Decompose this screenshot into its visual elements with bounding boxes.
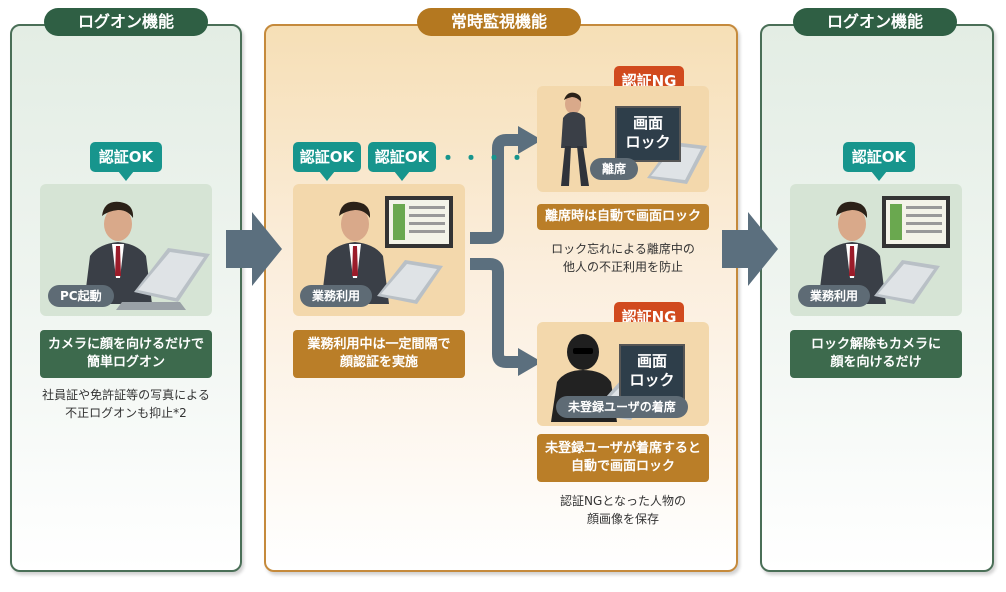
left-note-line-1: 社員証や免許証等の写真による	[42, 388, 210, 402]
right-business-use-tag: 業務利用	[798, 285, 871, 307]
auth-ok-badge-2: 認証OK	[368, 142, 436, 172]
screen-lock-bottom-line-2: ロック	[629, 371, 675, 389]
businessman-monitor-icon-right	[818, 196, 950, 304]
center-description-box: 業務利用中は一定間隔で 顔認証を実施	[293, 330, 465, 378]
left-note: 社員証や免許証等の写真による 不正ログオンも抑止*2	[22, 386, 230, 422]
left-note-line-2: 不正ログオンも抑止*2	[65, 406, 187, 420]
right-description-line-1: ロック解除もカメラに	[810, 337, 941, 352]
flow-arrow-1	[226, 212, 282, 286]
left-section-title: ログオン機能	[44, 8, 208, 36]
leaving-seat-tag: 離席	[590, 158, 639, 180]
continuation-dots: ・・・・	[438, 146, 530, 170]
unregistered-user-box-line-1: 未登録ユーザが着席すると	[545, 441, 701, 456]
screen-lock-top-line-1: 画面	[632, 114, 663, 132]
leaving-seat-illustration: 画面 ロック	[537, 86, 709, 192]
center-description-line-1: 業務利用中は一定間隔で	[307, 337, 451, 352]
auth-ok-badge-1: 認証OK	[293, 142, 361, 172]
leaving-seat-box: 離席時は自動で画面ロック	[537, 204, 709, 230]
branch-arrow-up	[470, 126, 542, 244]
screen-lock-top-line-2: ロック	[625, 133, 671, 151]
unregistered-user-box: 未登録ユーザが着席すると 自動で画面ロック	[537, 434, 709, 482]
left-description-line-1: カメラに顔を向けるだけで	[47, 337, 204, 352]
unregistered-user-note: 認証NGとなった人物の 顔画像を保存	[527, 492, 719, 528]
leaving-seat-note-line-1: ロック忘れによる離席中の	[551, 242, 695, 256]
pc-startup-tag: PC起動	[48, 285, 114, 307]
auth-ok-badge: 認証OK	[90, 142, 162, 172]
left-description-line-2: 簡単ログオン	[86, 355, 165, 370]
right-description-line-2: 顔を向けるだけ	[830, 355, 922, 370]
screen-lock-display-bottom: 画面 ロック	[619, 344, 685, 400]
business-use-tag: 業務利用	[300, 285, 373, 307]
flow-arrow-2	[722, 212, 778, 286]
center-section-title: 常時監視機能	[417, 8, 581, 36]
businessman-monitor-icon	[321, 196, 453, 304]
right-section-title: ログオン機能	[793, 8, 957, 36]
leaving-seat-note-line-2: 他人の不正利用を防止	[562, 260, 683, 274]
screen-lock-bottom-line-1: 画面	[636, 352, 667, 370]
leaving-seat-box-text: 離席時は自動で画面ロック	[544, 209, 701, 224]
business-use-illustration	[293, 184, 465, 316]
left-description-box: カメラに顔を向けるだけで 簡単ログオン	[40, 330, 212, 378]
unregistered-user-box-line-2: 自動で画面ロック	[570, 459, 675, 474]
auth-ok-badge-right: 認証OK	[843, 142, 915, 172]
unlock-business-use-illustration	[790, 184, 962, 316]
unregistered-user-note-line-2: 顔画像を保存	[586, 512, 659, 526]
unregistered-user-tag: 未登録ユーザの着席	[556, 396, 688, 418]
leaving-seat-note: ロック忘れによる離席中の 他人の不正利用を防止	[527, 240, 719, 276]
right-description-box: ロック解除もカメラに 顔を向けるだけ	[790, 330, 962, 378]
unregistered-user-note-line-1: 認証NGとなった人物の	[560, 494, 686, 508]
person-leaving-icon	[561, 92, 707, 186]
screen-lock-display-top: 画面 ロック	[615, 106, 681, 162]
center-description-line-2: 顔認証を実施	[339, 355, 418, 370]
branch-arrow-down	[470, 258, 542, 376]
